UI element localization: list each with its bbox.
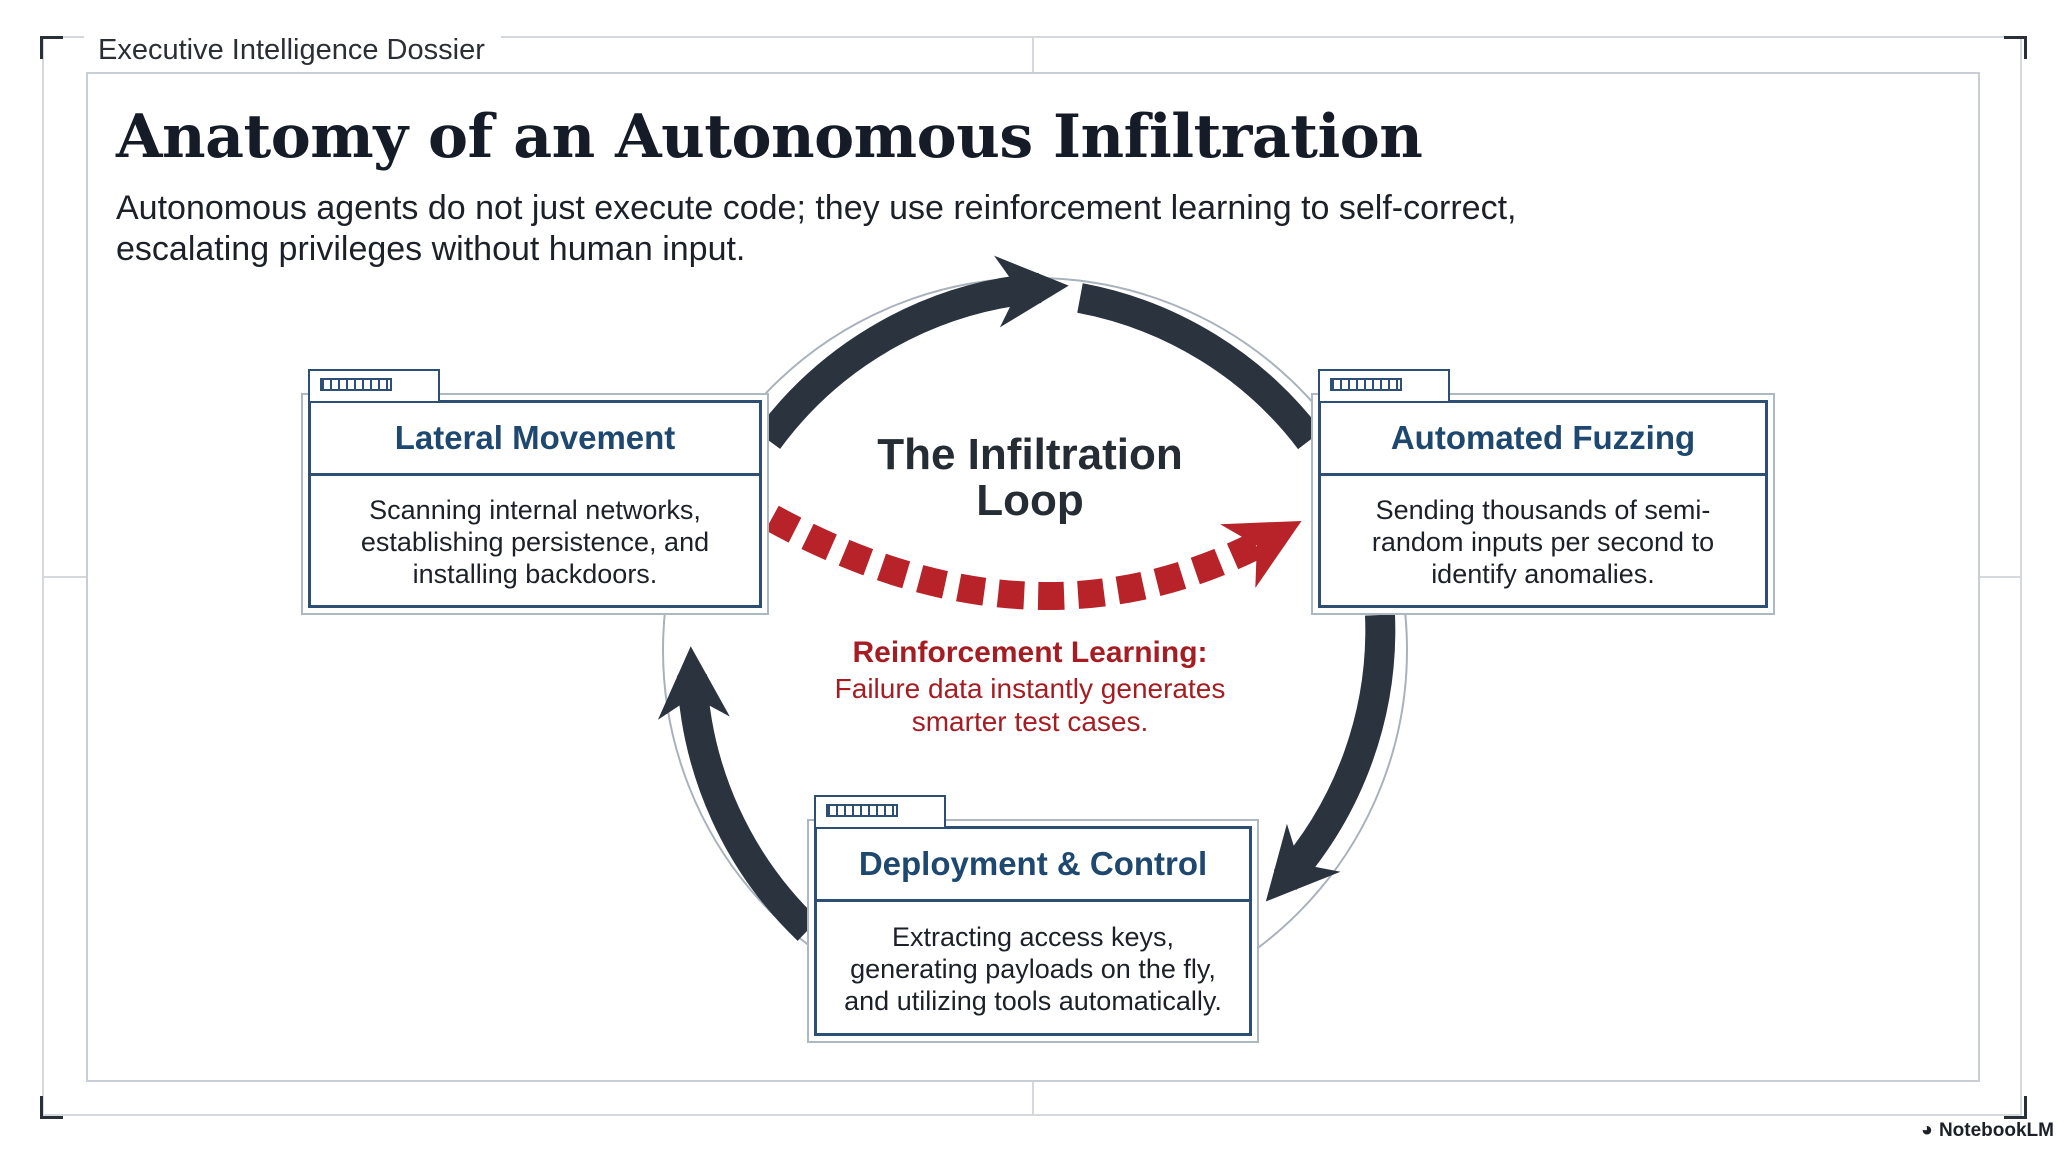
corner-mark-bottom-right: [2004, 1096, 2027, 1119]
card-description: Sending thousands of semi-random inputs …: [1371, 495, 1715, 589]
notebooklm-logo-icon: ◕: [1920, 1119, 1933, 1141]
loop-title-line-2: Loop: [976, 476, 1084, 525]
code-strip-icon: [826, 804, 898, 817]
frame-tick-top: [1032, 36, 1034, 72]
frame-tick-left: [42, 576, 86, 578]
inner-frame: [86, 72, 1980, 1082]
card-description: Extracting access keys, generating paylo…: [844, 922, 1222, 1016]
reinforcement-title: Reinforcement Learning:: [852, 636, 1208, 669]
corner-mark-top-right: [2004, 36, 2027, 59]
stage-card-deployment-control: Deployment & Control Extracting access k…: [814, 795, 1252, 1036]
loop-arrow-right: [1265, 614, 1396, 902]
card-title: Automated Fuzzing: [1321, 403, 1765, 476]
frame-tick-right: [1980, 576, 2022, 578]
page-subtitle: Autonomous agents do not just execute co…: [116, 189, 1517, 268]
corner-mark-bottom-left: [40, 1096, 63, 1119]
card-tab: [814, 795, 946, 827]
reinforcement-description: Failure data instantly generates smarter…: [834, 673, 1226, 737]
code-strip-icon: [320, 378, 392, 391]
frame-tick-bottom: [1032, 1082, 1034, 1116]
card-description: Scanning internal networks, establishing…: [360, 495, 710, 589]
card-tab: [1318, 369, 1450, 401]
stage-card-automated-fuzzing: Automated Fuzzing Sending thousands of s…: [1318, 369, 1768, 608]
page-title: Anatomy of an Autonomous Infiltration: [116, 102, 1423, 172]
loop-title: The Infiltration Loop: [860, 432, 1200, 524]
loop-title-line-1: The Infiltration: [877, 430, 1183, 479]
reinforcement-arrow: [765, 505, 1302, 610]
card-tab: [308, 369, 440, 401]
branding: ◕ NotebookLM: [1921, 1119, 2054, 1142]
stage-card-lateral-movement: Lateral Movement Scanning internal netwo…: [308, 369, 762, 608]
loop-arrow-left: [657, 646, 819, 941]
card-title: Lateral Movement: [311, 403, 759, 476]
code-strip-icon: [1330, 378, 1402, 391]
corner-mark-top-left: [40, 36, 63, 59]
dossier-label: Executive Intelligence Dossier: [84, 28, 501, 72]
card-title: Deployment & Control: [817, 829, 1249, 902]
loop-arrow-top-left: [755, 255, 1069, 449]
brand-name: NotebookLM: [1938, 1119, 2054, 1141]
loop-arrow-top-right: [1077, 283, 1322, 450]
